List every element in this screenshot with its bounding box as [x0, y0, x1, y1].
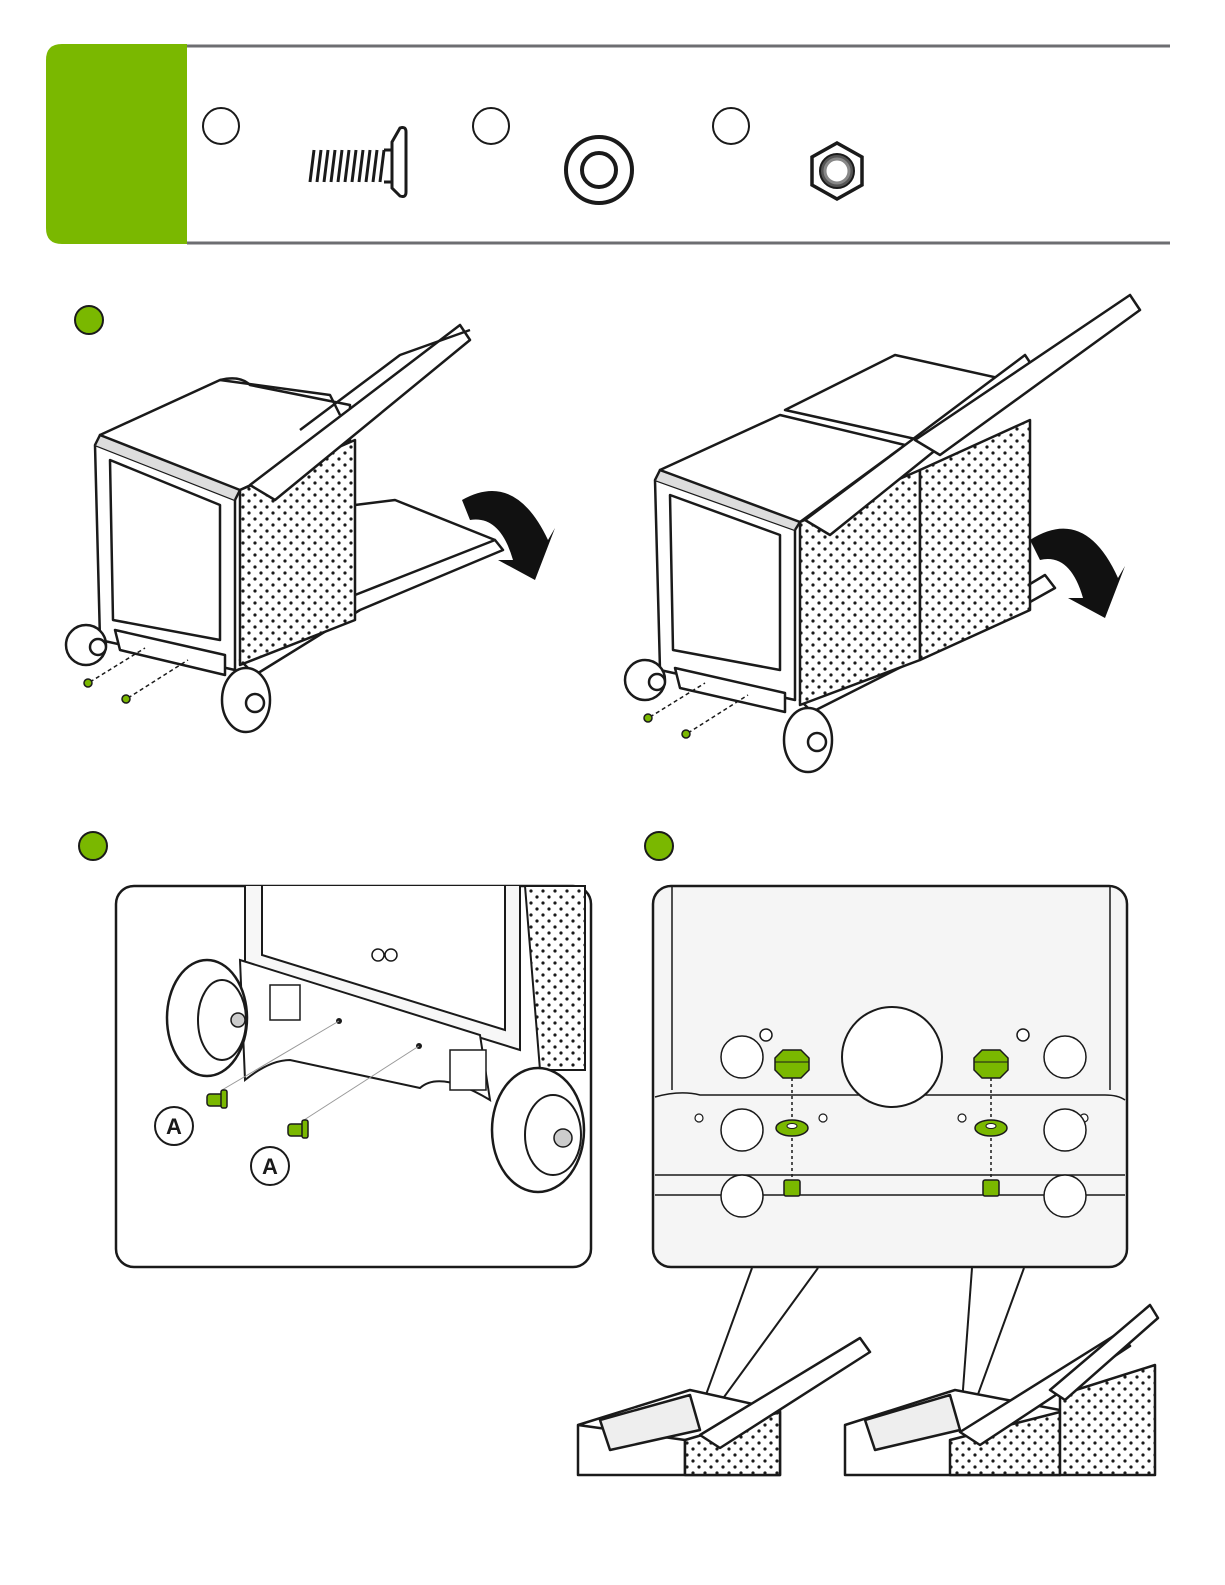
hardware-badge-c [713, 108, 749, 144]
nut-right [974, 1050, 1008, 1078]
hardware-badge-b [473, 108, 509, 144]
nut-left [775, 1050, 809, 1078]
rotate-arrow-icon [462, 491, 555, 580]
washer-left [776, 1120, 808, 1136]
screw-icon [310, 128, 406, 197]
callout-a-1-label: A [166, 1114, 182, 1139]
hardware-badge-a [203, 108, 239, 144]
washer-icon [566, 137, 632, 203]
hex-nut-icon [812, 143, 862, 199]
detail-panel-screws: A A [116, 886, 591, 1267]
stud-right [983, 1180, 999, 1196]
stud-left [784, 1180, 800, 1196]
cart-single-illustration [66, 325, 503, 732]
header-accent-block [46, 44, 187, 244]
rotate-arrow-icon-2 [1030, 529, 1125, 618]
washer-right [975, 1120, 1007, 1136]
detail-panel-nuts [653, 886, 1127, 1267]
step-2-dot [79, 832, 107, 860]
step-3-dot [645, 832, 673, 860]
hardware-header [46, 44, 1170, 244]
step-1-dot [75, 306, 103, 334]
callout-a-2-label: A [262, 1154, 278, 1179]
cart-single-bottom [578, 1338, 870, 1475]
